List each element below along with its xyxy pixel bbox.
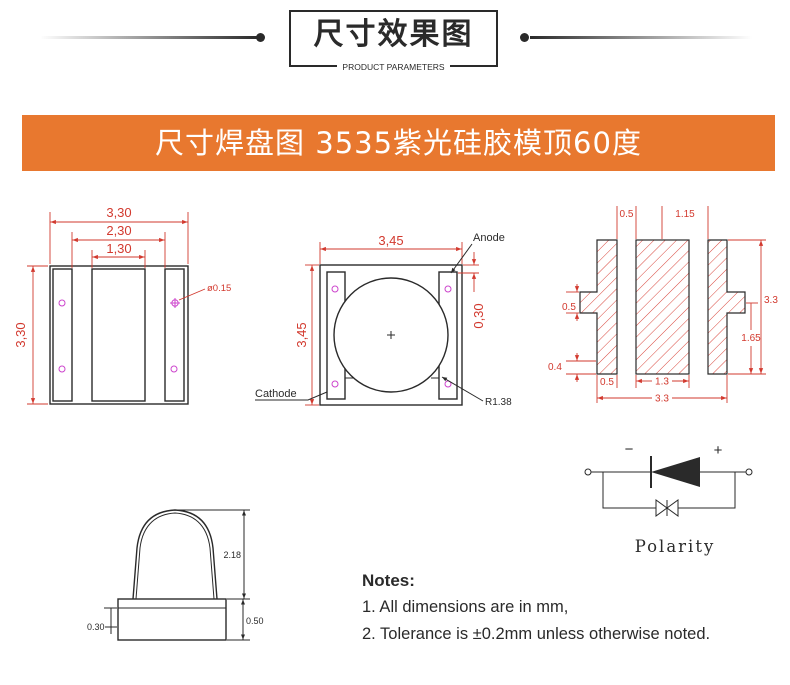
lens-height-label: 2.18 (223, 550, 241, 560)
tab-height-label: 0.5 (562, 302, 576, 313)
lens-dome-outline (132, 509, 218, 600)
esd-triangle-right (666, 499, 679, 517)
header-line-left (40, 36, 258, 39)
package-outline (49, 265, 189, 405)
hole-marker (58, 299, 66, 307)
notes-heading: Notes: (362, 571, 415, 590)
plus-sign: + (714, 442, 723, 459)
hole-marker (58, 365, 66, 373)
subtitle-wrap: PRODUCT PARAMETERS (289, 60, 498, 73)
esd-triangle-left (655, 499, 668, 517)
footprint-view: ø0.15 3,30 2,30 1,30 3,30 (13, 205, 231, 405)
left-pad (52, 268, 73, 402)
right-hatched-pad (707, 239, 746, 375)
lens-dome-inner-outline (135, 512, 215, 600)
hole-marker (444, 285, 452, 293)
hole-marker (170, 365, 178, 373)
terminal-right (745, 468, 753, 476)
cathode-label: Cathode (255, 388, 297, 400)
outer-height-label: 3,30 (13, 322, 28, 347)
hole-marker (331, 380, 339, 388)
header-line-right (530, 36, 752, 39)
polarity-diagram: − + Polarity (584, 441, 753, 556)
page-subtitle: PRODUCT PARAMETERS (337, 62, 450, 72)
terminal-left (584, 468, 592, 476)
hole-crosshair-marker (170, 298, 180, 308)
center-pad (91, 268, 146, 402)
esd-protection-symbol (655, 499, 679, 517)
notes-block: Notes: 1. All dimensions are in mm, 2. T… (362, 568, 782, 648)
radius-leader-line (441, 376, 484, 402)
lens-radius-label: R1.38 (485, 397, 512, 408)
pad-layout-view: 0.5 1.15 3.3 1.65 0.5 0.4 0.5 (548, 206, 778, 405)
top-gap-label: 0.5 (620, 209, 634, 220)
top-offset-label: 1.15 (675, 209, 695, 220)
anode-label: Anode (473, 232, 505, 244)
polarity-label: Polarity (635, 537, 716, 556)
hole-diameter-label: ø0.15 (207, 283, 231, 294)
hole-marker (331, 285, 339, 293)
anode-leader-line (450, 243, 473, 274)
pad-width-label: 0,30 (471, 303, 486, 328)
cathode-leader-line (255, 391, 328, 401)
outer-width-label: 3,30 (106, 205, 131, 220)
package-outline (319, 264, 463, 406)
bottom-pad-width-label: 0.5 (600, 377, 614, 388)
notes-item: 2. Tolerance is ±0.2mm unless otherwise … (362, 625, 711, 643)
page-title: 尺寸效果图 (313, 17, 474, 52)
half-height-label: 1.65 (741, 333, 761, 344)
side-view: 2.18 0.50 0.30 (87, 509, 264, 641)
total-height-label: 3.3 (764, 295, 778, 306)
center-mark (387, 331, 395, 339)
header-dot-right (520, 33, 529, 42)
pad-span-label: 2,30 (106, 223, 131, 238)
outer-height-label: 3,45 (294, 322, 309, 347)
notes-item: 1. All dimensions are in mm, (362, 598, 569, 616)
bottom-center-width-label: 1.3 (655, 377, 669, 388)
left-hatched-pad (579, 239, 618, 375)
hole-leader-line (178, 288, 206, 301)
base-step-label: 0.30 (87, 622, 105, 632)
total-width-label: 3.3 (655, 394, 669, 405)
center-hatched-pad (635, 239, 690, 375)
base-height-label: 0.50 (246, 616, 264, 626)
center-width-label: 1,30 (106, 241, 131, 256)
header-dot-left (256, 33, 265, 42)
section-banner: 尺寸焊盘图 3535紫光硅胶模顶60度 (22, 115, 775, 171)
base-body (117, 598, 227, 641)
minus-sign: − (625, 441, 634, 458)
diode-triangle (651, 457, 700, 487)
tab-offset-label: 0.4 (548, 362, 562, 373)
top-view: 3,45 Anode 0,30 3,45 Cathode R1.38 (255, 232, 512, 408)
outer-width-label: 3,45 (378, 233, 403, 248)
right-pad (164, 268, 185, 402)
